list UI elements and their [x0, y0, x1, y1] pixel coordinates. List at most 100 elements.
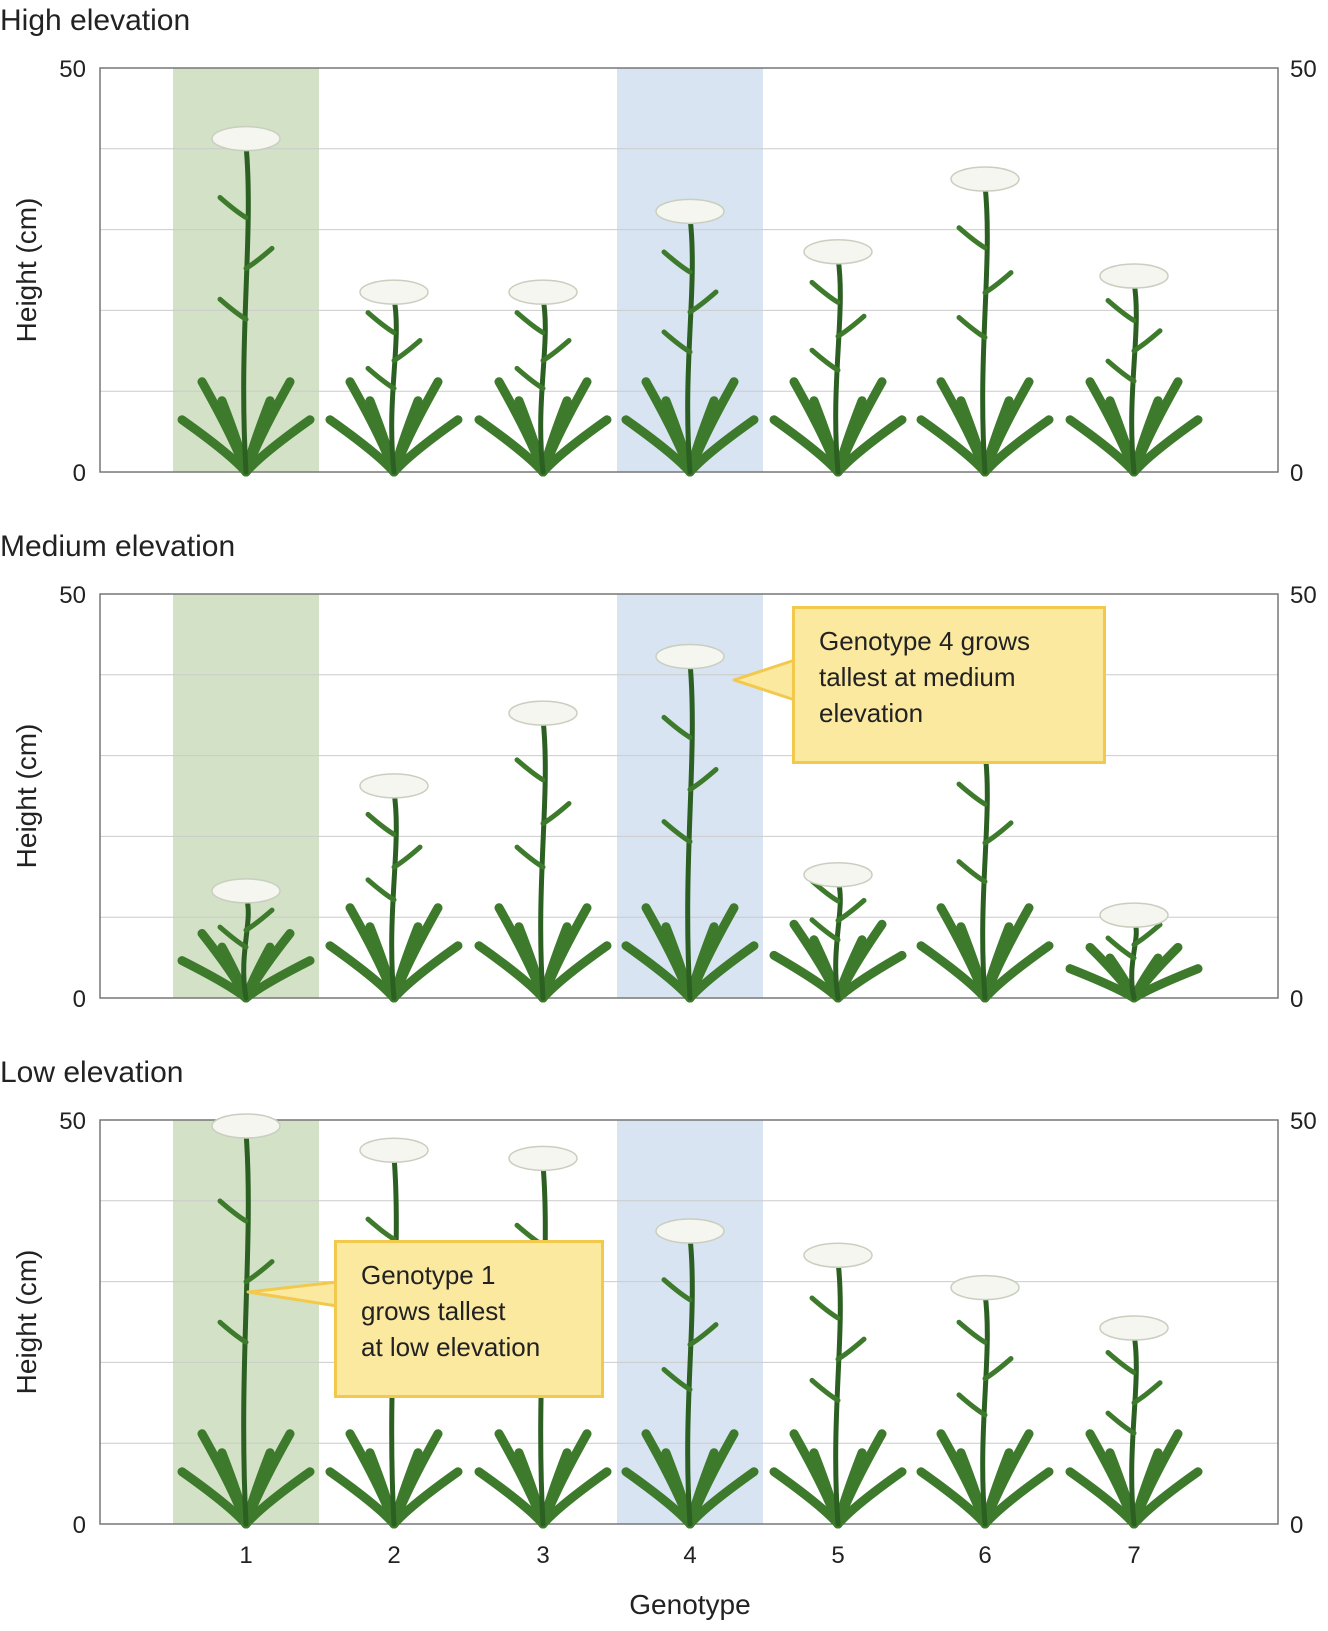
plant-flower-head — [359, 1137, 429, 1163]
plant-stem — [980, 1291, 990, 1527]
plant-stem — [538, 295, 548, 475]
plant-side-leaf — [956, 314, 988, 340]
plant-flower-head — [950, 166, 1020, 192]
callout-line: grows tallest — [361, 1296, 506, 1326]
plant-genotype-6 — [916, 1274, 1054, 1529]
plant-stem — [389, 789, 399, 1001]
plant-flower-head — [655, 1218, 725, 1244]
x-tick-label: 5 — [831, 1542, 844, 1569]
y-tick-label-right: 0 — [1290, 1512, 1303, 1539]
plant-side-leaf — [687, 289, 719, 315]
plant-side-leaf — [365, 310, 397, 336]
plant-stem — [389, 295, 399, 475]
callout-line: elevation — [819, 698, 924, 728]
plant-side-leaf — [1105, 298, 1137, 323]
plant-flower-head — [359, 773, 429, 799]
plant-stem — [538, 716, 548, 1001]
plant-side-leaf — [391, 844, 423, 870]
plant-genotype-1 — [177, 125, 315, 477]
plant-genotype-1 — [177, 878, 315, 1003]
plant-stem — [1129, 1331, 1139, 1527]
plant-side-leaf — [1105, 358, 1137, 384]
y-axis-label: Height (cm) — [11, 198, 42, 343]
callout-line: tallest at medium — [819, 662, 1016, 692]
plant-side-leaf — [687, 1322, 719, 1348]
y-tick-label: 0 — [73, 986, 86, 1013]
x-tick-label: 6 — [978, 1542, 991, 1569]
plant-side-leaf — [365, 1216, 397, 1242]
plant-stem — [685, 214, 695, 475]
plant-side-leaf — [391, 337, 423, 363]
plant-side-leaf — [514, 844, 546, 870]
plant-flower-head — [1099, 1315, 1169, 1341]
plant-flower-head — [211, 878, 281, 904]
plant-stem — [241, 142, 251, 475]
callout-genotype-4: Genotype 4 grows tallest at medium eleva… — [792, 606, 1106, 764]
plant-side-leaf — [809, 917, 841, 943]
plant-side-leaf — [1131, 328, 1163, 354]
plant-stem — [833, 255, 843, 475]
y-tick-label: 50 — [59, 56, 86, 83]
plant-side-leaf — [1131, 1380, 1163, 1406]
plant-genotype-5 — [769, 1242, 907, 1529]
plant-side-leaf — [956, 781, 988, 807]
plant-stem — [241, 1129, 251, 1527]
plant-flower-head — [1099, 263, 1169, 289]
callout-line: at low elevation — [361, 1332, 541, 1362]
panel-title: Low elevation — [0, 1056, 183, 1089]
plant-stem — [685, 660, 695, 1001]
plant-side-leaf — [661, 1277, 693, 1303]
y-tick-label-right: 50 — [1290, 56, 1317, 83]
y-tick-label-right: 50 — [1290, 1108, 1317, 1135]
y-tick-label: 0 — [73, 1512, 86, 1539]
plant-side-leaf — [835, 897, 867, 923]
plant-stem — [241, 894, 251, 1001]
plant-flower-head — [211, 125, 281, 152]
plant-side-leaf — [982, 270, 1014, 296]
callout-genotype-1: Genotype 1 grows tallest at low elevatio… — [334, 1240, 604, 1398]
plant-side-leaf — [809, 1295, 841, 1321]
plant-side-leaf — [514, 757, 546, 783]
plant-genotype-5 — [769, 861, 907, 1003]
x-tick-label: 3 — [536, 1542, 549, 1569]
plant-side-leaf — [540, 337, 572, 363]
plant-side-leaf — [540, 800, 572, 826]
callout-line: Genotype 4 grows — [819, 626, 1031, 656]
plant-side-leaf — [661, 1366, 693, 1392]
plant-flower-head — [1099, 902, 1169, 928]
plant-side-leaf — [243, 907, 275, 933]
y-axis-label: Height (cm) — [11, 1250, 42, 1395]
plant-side-leaf — [809, 347, 841, 373]
plant-stem — [1129, 279, 1139, 475]
plant-flower-head — [803, 861, 873, 888]
plant-genotype-4 — [621, 1218, 759, 1529]
x-tick-label: 7 — [1127, 1542, 1140, 1569]
plant-flower-head — [508, 700, 578, 726]
plant-flower-head — [803, 239, 873, 265]
plant-genotype-1 — [177, 1113, 315, 1529]
plant-stem — [685, 1234, 695, 1527]
plant-genotype-4 — [621, 198, 759, 477]
plant-side-leaf — [835, 313, 867, 339]
plant-side-leaf — [1105, 1410, 1137, 1436]
plant-side-leaf — [1131, 922, 1163, 948]
plant-side-leaf — [982, 1356, 1014, 1382]
plant-side-leaf — [217, 924, 249, 950]
y-tick-label: 50 — [59, 582, 86, 609]
plant-side-leaf — [956, 225, 988, 251]
plant-flower-head — [508, 279, 578, 305]
plant-stem — [980, 748, 990, 1001]
plant-side-leaf — [956, 859, 988, 885]
plant-side-leaf — [1105, 1350, 1137, 1375]
plant-side-leaf — [365, 877, 397, 903]
plant-genotype-2 — [325, 773, 463, 1003]
plant-side-leaf — [217, 296, 249, 322]
plant-genotype-4 — [621, 643, 759, 1003]
plant-flower-head — [211, 1113, 281, 1139]
plant-side-leaf — [365, 365, 397, 391]
plant-side-leaf — [243, 245, 275, 271]
plant-genotype-6 — [916, 732, 1054, 1003]
